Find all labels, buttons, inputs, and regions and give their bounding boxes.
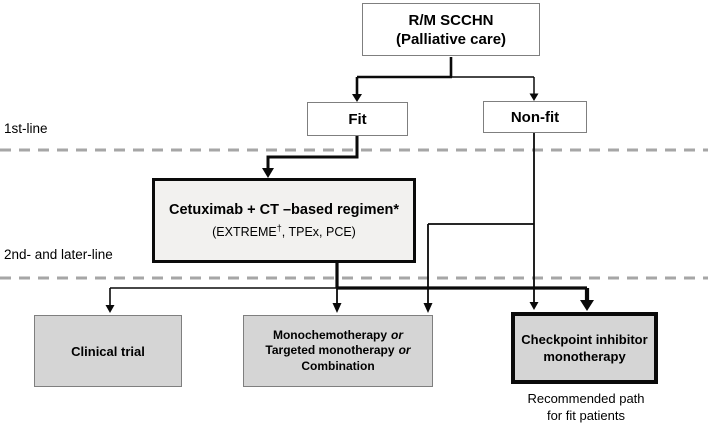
mono-line2-text: Targeted monotherapy <box>265 343 395 358</box>
caption-line2: for fit patients <box>546 407 626 423</box>
arrowhead-to-cetuximab <box>262 168 274 178</box>
node-nonfit-label: Non-fit <box>510 108 560 126</box>
checkpoint-line1: Checkpoint inhibitor <box>521 332 648 347</box>
node-fit-label: Fit <box>348 110 367 128</box>
cetux-sub-post: , TPEx, PCE) <box>281 225 356 239</box>
mono-line3: Combination <box>301 358 375 373</box>
arrowhead-to-fit <box>352 94 362 102</box>
node-nonfit: Non-fit <box>483 101 587 133</box>
mono-line1-text: Monochemotherapy <box>272 327 387 342</box>
node-rm-scchn-line2: (Palliative care) <box>395 30 507 48</box>
connector-fit-to-cetuximab <box>266 136 359 169</box>
arrowhead-to-nonfit <box>529 93 539 101</box>
cetux-sub-pre: (EXTREME <box>212 225 277 239</box>
node-cetuximab-title: Cetuximab + CT –based regimen* <box>168 202 400 218</box>
connector-root-split <box>355 57 535 95</box>
node-clinical-trial-label: Clinical trial <box>71 343 145 359</box>
node-fit: Fit <box>307 102 408 136</box>
node-rm-scchn-line1: R/M SCCHN <box>408 11 494 29</box>
node-rm-scchn: R/M SCCHN (Palliative care) <box>362 3 540 56</box>
arrowhead-bold-to-checkpoint <box>580 300 594 311</box>
mono-line1: Monochemotherapy or <box>273 328 403 344</box>
arrowhead-to-clinical <box>105 305 115 313</box>
caption-line1: Recommended path <box>527 391 645 406</box>
node-cetuximab-regimen: Cetuximab + CT –based regimen* (EXTREME†… <box>152 178 416 263</box>
arrowhead-to-mono <box>332 303 342 313</box>
checkpoint-line2: monotherapy <box>543 349 626 364</box>
lane-label-1st-line: 1st-line <box>4 121 48 136</box>
mono-line1-or: or <box>391 327 403 342</box>
connector-nonfit-branch <box>427 223 534 305</box>
node-checkpoint-inhibitor: Checkpoint inhibitor monotherapy <box>511 312 658 384</box>
node-cetuximab-subtitle: (EXTREME†, TPEx, PCE) <box>212 222 356 239</box>
connector-cetuximab-exit <box>109 263 590 306</box>
cetux-sub-dagger: † <box>276 222 282 233</box>
lane-label-2nd-and-later-line: 2nd- and later-line <box>4 247 113 262</box>
arrowhead-branch-to-mono <box>423 303 433 313</box>
mono-line2-or: or <box>398 343 411 358</box>
node-clinical-trial: Clinical trial <box>34 315 182 387</box>
arrowhead-nonfit-to-checkpoint <box>529 302 539 310</box>
recommended-path-caption: Recommended path for fit patients <box>495 391 677 424</box>
